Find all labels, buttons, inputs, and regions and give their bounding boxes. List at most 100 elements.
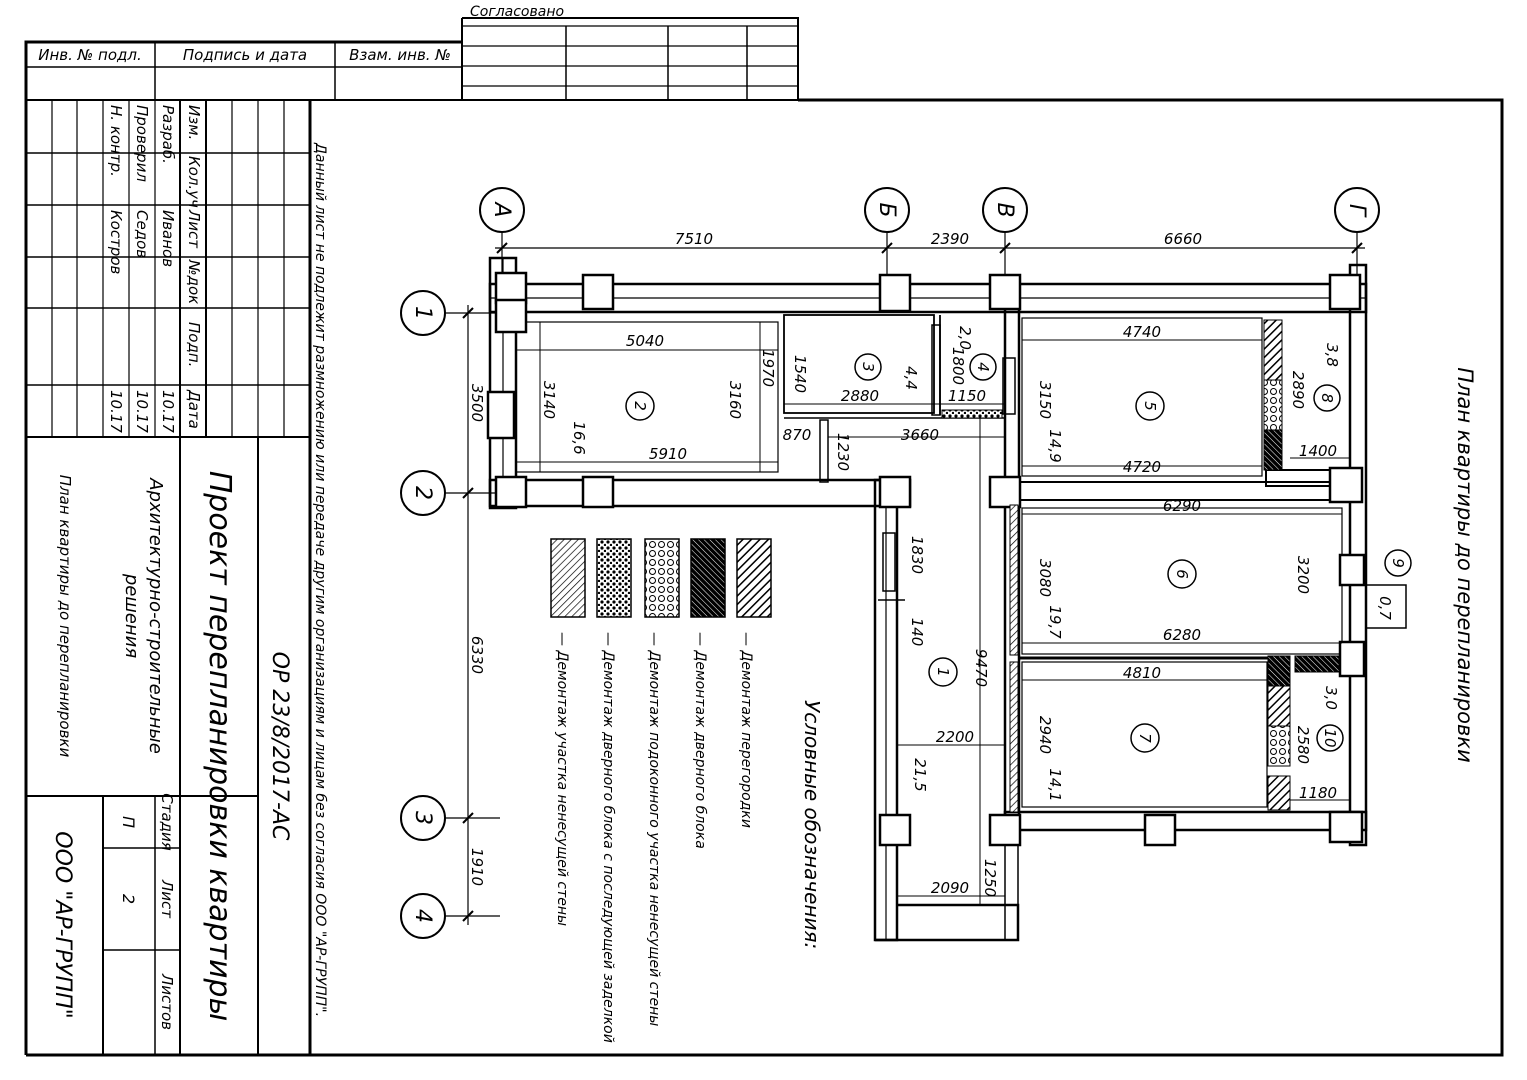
axis-label-b: Б	[874, 202, 899, 217]
room-area: 19,7	[1046, 605, 1064, 639]
legend-item-3: — Демонтаж подоконного участка ненесущей…	[646, 632, 662, 1026]
room-area: 14,1	[1046, 768, 1064, 801]
column	[1338, 553, 1366, 587]
legend-swatch-dense	[690, 538, 726, 618]
axis-bubble-2	[400, 470, 446, 516]
name-nkontr: Костров	[107, 210, 125, 275]
legend-item-5: — Демонтаж участка ненесущей стены	[554, 632, 570, 926]
column	[988, 813, 1022, 847]
dim-top: 7510	[675, 230, 713, 248]
room-area: 16,6	[570, 421, 588, 454]
legend-swatch-dots	[596, 538, 632, 618]
legend: Условные обозначения: — Демонтаж перегор…	[550, 538, 824, 1043]
column	[1143, 813, 1177, 847]
room-number: 6	[1173, 569, 1191, 579]
room-number: 7	[1136, 733, 1154, 743]
col-stage-label: Стадия	[158, 793, 176, 851]
column	[878, 475, 912, 509]
dim-interior: 6290	[1163, 497, 1201, 515]
legend-swatch-circles	[644, 538, 680, 618]
sheet-name: План квартиры до перепланировки	[56, 475, 74, 758]
column	[1328, 810, 1364, 844]
axis-label-1: 1	[410, 306, 435, 320]
axis-label-3: 3	[410, 811, 435, 825]
dim-interior: 1800	[949, 347, 967, 385]
room-number: 5	[1141, 401, 1159, 411]
room-area: 2,0	[956, 326, 974, 350]
dim-interior: 870	[783, 426, 812, 444]
name-proveril: Седов	[133, 210, 151, 258]
column	[494, 271, 528, 305]
col-sheet-label: Лист	[158, 879, 176, 919]
role-proveril: Проверил	[133, 105, 151, 182]
dim-interior: 2880	[841, 387, 879, 405]
role-razrab: Разраб.	[159, 105, 177, 164]
project-title: Проект перепланировки квартиры	[202, 471, 237, 1022]
axis-bubbles: А Б В Г 1 2 3 4	[400, 187, 1380, 939]
column	[494, 475, 528, 509]
dim-interior: 1230	[834, 433, 852, 471]
columns	[486, 271, 1366, 847]
axis-bubble-a	[479, 187, 525, 233]
hdr-izm: Изм.	[185, 105, 203, 140]
dim-interior: 2580	[1294, 726, 1312, 764]
dim-interior: 6280	[1163, 626, 1201, 644]
dim-top: 6660	[1164, 230, 1202, 248]
dim-top: 2390	[931, 230, 969, 248]
dim-interior: 5040	[626, 332, 664, 350]
column	[988, 475, 1022, 509]
dim-interior: 2200	[936, 728, 974, 746]
company-name: ООО "АР-ГРУПП"	[50, 831, 75, 1018]
column	[1328, 273, 1362, 311]
column	[878, 273, 912, 313]
inv-repl-label: Взам. инв. №	[349, 46, 451, 64]
dim-interior: 2890	[1289, 371, 1307, 409]
axis-bubble-1	[400, 290, 446, 336]
axis-label-a: А	[489, 200, 514, 217]
column	[878, 813, 912, 847]
doc-code: ОР 23/8/2017-АС	[267, 652, 292, 841]
title-block	[26, 100, 312, 1055]
demolition-hatches	[941, 319, 1340, 813]
dim-interior: 4740	[1123, 323, 1161, 341]
name-razrab: Иванов	[159, 210, 177, 267]
room-number: 10	[1321, 728, 1339, 747]
hdr-podp: Подп.	[185, 322, 203, 367]
dim-interior: 1540	[791, 355, 809, 393]
sheet-frame	[24, 17, 1504, 1057]
column	[494, 298, 528, 334]
dim-left: 6330	[468, 636, 486, 674]
dim-interior: 4720	[1123, 458, 1161, 476]
stage-value: П	[119, 816, 138, 828]
room-markers: 1 21,5 2 16,6 3 4,4 4 2,0 5 14,9 6 19,7 …	[570, 326, 1412, 802]
dim-left: 1910	[468, 848, 486, 886]
dim-interior: 5910	[649, 445, 687, 463]
room-number: 4	[974, 362, 992, 372]
dim-interior: 3150	[1036, 381, 1054, 419]
dimension-lines	[516, 322, 1350, 905]
dim-interior: 1150	[948, 387, 986, 405]
column	[486, 390, 516, 440]
hdr-data: Дата	[185, 389, 203, 429]
hdr-ndok: №док	[185, 259, 203, 304]
axis-bubble-b	[864, 187, 910, 233]
dim-interior: 1970	[759, 349, 777, 387]
axis-label-g: Г	[1344, 204, 1369, 218]
dim-interior: 1250	[981, 859, 999, 897]
axis-bubble-4	[400, 893, 446, 939]
column	[1328, 466, 1364, 504]
sheet-value: 2	[119, 894, 138, 904]
dim-interior: 3660	[901, 426, 939, 444]
room-area: 0,7	[1376, 596, 1394, 620]
legend-swatch-diag	[736, 538, 772, 618]
room-number: 8	[1318, 393, 1336, 403]
room-area: 3,8	[1323, 343, 1341, 367]
dimension-values: 7510 2390 6660 3500 6330 1910 5040 3140 …	[468, 230, 1337, 897]
dim-interior: 3160	[726, 381, 744, 419]
column	[581, 273, 615, 311]
legend-item-2: — Демонтаж дверного блока	[692, 632, 708, 849]
axis-bubble-3	[400, 795, 446, 841]
dim-interior: 2090	[931, 879, 969, 897]
legend-item-1: — Демонтаж перегородки	[738, 632, 754, 828]
dim-interior: 3140	[540, 381, 558, 419]
